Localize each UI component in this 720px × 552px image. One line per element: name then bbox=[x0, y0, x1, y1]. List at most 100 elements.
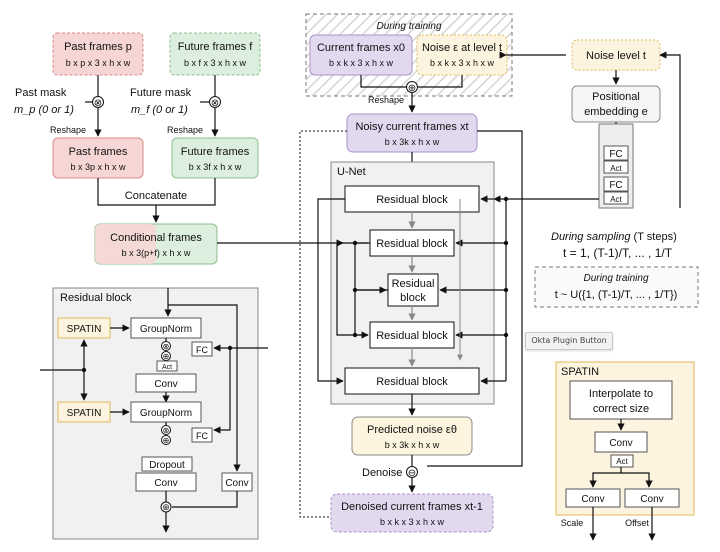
future-reshape-label: Reshape bbox=[167, 125, 203, 135]
noise-epsilon-box bbox=[416, 34, 508, 76]
svg-text:⊗: ⊗ bbox=[163, 426, 170, 435]
emb-act-1: Act bbox=[610, 164, 622, 173]
svg-text:correct size: correct size bbox=[593, 403, 649, 415]
okta-plugin-tooltip[interactable]: Okta Plugin Button bbox=[525, 332, 613, 350]
svg-text:Interpolate to: Interpolate to bbox=[589, 388, 653, 400]
svg-text:⊕: ⊕ bbox=[408, 83, 416, 94]
current-frames-x0-box bbox=[309, 34, 413, 76]
denoised-frames-box bbox=[330, 493, 494, 533]
svg-text:⊗: ⊗ bbox=[211, 98, 219, 109]
future-multiply-node bbox=[209, 96, 221, 108]
denoised-frames-title: Denoised current frames xt-1 bbox=[341, 501, 483, 513]
future-frames-out-title: Future frames bbox=[181, 146, 250, 158]
future-mask-label: Future mask bbox=[130, 87, 192, 99]
res-act-1 bbox=[156, 360, 178, 372]
past-mask-label: Past mask bbox=[15, 87, 67, 99]
past-multiply-node bbox=[92, 96, 104, 108]
svg-text:FC: FC bbox=[196, 431, 208, 441]
res-fc-1 bbox=[191, 341, 213, 357]
spatin-conv-1 bbox=[594, 431, 648, 453]
svg-text:Residual block: Residual block bbox=[376, 376, 448, 388]
svg-text:Conv: Conv bbox=[640, 494, 663, 505]
svg-text:Residual block: Residual block bbox=[376, 330, 448, 342]
svg-text:Conv: Conv bbox=[225, 478, 248, 489]
svg-text:⊗: ⊗ bbox=[163, 342, 170, 351]
res-fc-2 bbox=[191, 427, 213, 443]
svg-text:Conv: Conv bbox=[154, 379, 177, 390]
unet-block-1 bbox=[344, 185, 480, 213]
positional-embedding-line2: embedding e bbox=[584, 106, 648, 118]
unet-block-2 bbox=[369, 229, 455, 257]
svg-text:GroupNorm: GroupNorm bbox=[140, 324, 192, 335]
predicted-noise-dims: b x 3k x h x w bbox=[385, 440, 440, 450]
unet-label: U-Net bbox=[337, 166, 366, 178]
future-frames-box bbox=[169, 32, 261, 76]
svg-text:block: block bbox=[400, 292, 426, 304]
sampling-caption: During sampling (T steps) bbox=[551, 231, 677, 243]
current-frames-dims: b x k x 3 x h x w bbox=[329, 58, 394, 68]
denoise-subtract-node bbox=[406, 466, 418, 478]
spatin-act bbox=[610, 454, 634, 468]
past-frames-dims: b x p x 3 x h x w bbox=[66, 58, 131, 68]
future-frames-out-dims: b x 3f x h x w bbox=[189, 162, 242, 172]
svg-text:⊕: ⊕ bbox=[163, 436, 170, 445]
training-add-node bbox=[406, 81, 418, 93]
emb-fc-2: FC bbox=[609, 180, 622, 191]
past-mask-symbol: m_p (0 or 1) bbox=[14, 104, 74, 116]
current-frames-title: Current frames x0 bbox=[317, 42, 405, 54]
svg-text:⊗: ⊗ bbox=[94, 98, 102, 109]
future-mask-symbol: m_f (0 or 1) bbox=[131, 104, 188, 116]
spatin-offset-label: Offset bbox=[625, 518, 649, 528]
future-frames-dims: b x f x 3 x h x w bbox=[184, 58, 247, 68]
svg-text:Dropout: Dropout bbox=[149, 460, 185, 471]
denoised-frames-dims: b x k x 3 x h x w bbox=[380, 517, 445, 527]
past-frames-out-title: Past frames bbox=[69, 146, 128, 158]
past-frames-out-dims: b x 3p x h x w bbox=[70, 162, 126, 172]
denoise-label: Denoise bbox=[362, 467, 402, 479]
svg-text:Act: Act bbox=[162, 364, 172, 371]
emb-fc-1: FC bbox=[609, 149, 622, 160]
svg-text:Conv: Conv bbox=[609, 438, 632, 449]
svg-text:Residual: Residual bbox=[392, 278, 435, 290]
svg-text:Residual block: Residual block bbox=[376, 194, 448, 206]
past-frames-title: Past frames p bbox=[64, 41, 132, 53]
noisy-frames-title: Noisy current frames xt bbox=[355, 121, 468, 133]
sampling-equation: t = 1, (T-1)/T, ... , 1/T bbox=[563, 246, 673, 260]
noise-epsilon-dims: b x k x 3 x h x w bbox=[430, 58, 495, 68]
svg-text:Conv: Conv bbox=[154, 478, 177, 489]
training-schedule-caption: During training bbox=[583, 273, 648, 284]
unet-block-4 bbox=[369, 321, 455, 349]
training-reshape-label: Reshape bbox=[368, 95, 404, 105]
training-caption: During training bbox=[376, 21, 441, 32]
svg-text:Act: Act bbox=[616, 457, 628, 466]
future-frames-out-box bbox=[171, 137, 259, 179]
svg-text:GroupNorm: GroupNorm bbox=[140, 408, 192, 419]
svg-text:SPATIN: SPATIN bbox=[67, 408, 102, 419]
conditional-frames-dims: b x 3(p+f) x h x w bbox=[122, 248, 191, 258]
noise-level-label: Noise level t bbox=[586, 50, 646, 62]
spatin-scale-label: Scale bbox=[561, 518, 584, 528]
residual-panel-title: Residual block bbox=[60, 292, 132, 304]
noise-epsilon-title: Noise ε at level t bbox=[422, 42, 502, 54]
past-frames-out-box bbox=[52, 137, 144, 179]
future-frames-title: Future frames f bbox=[178, 41, 254, 53]
spatin-panel-title: SPATIN bbox=[561, 366, 599, 378]
svg-text:⊕: ⊕ bbox=[162, 502, 170, 512]
res-dropout bbox=[141, 456, 193, 472]
emb-act-2: Act bbox=[610, 195, 622, 204]
svg-text:⊖: ⊖ bbox=[408, 468, 416, 479]
past-frames-box bbox=[52, 32, 144, 76]
svg-text:SPATIN: SPATIN bbox=[67, 324, 102, 335]
svg-text:Residual block: Residual block bbox=[376, 238, 448, 250]
training-schedule-equation: t ~ U({1, (T-1)/T, ... , 1/T}) bbox=[555, 289, 678, 301]
unet-block-5 bbox=[344, 367, 480, 395]
predicted-noise-title: Predicted noise εθ bbox=[367, 424, 457, 436]
svg-text:Conv: Conv bbox=[581, 494, 604, 505]
training-schedule-box bbox=[534, 266, 699, 308]
positional-embedding-line1: Positional bbox=[592, 91, 640, 103]
svg-text:FC: FC bbox=[196, 345, 208, 355]
svg-text:⊕: ⊕ bbox=[163, 352, 170, 361]
conditional-frames-title: Conditional frames bbox=[110, 232, 202, 244]
